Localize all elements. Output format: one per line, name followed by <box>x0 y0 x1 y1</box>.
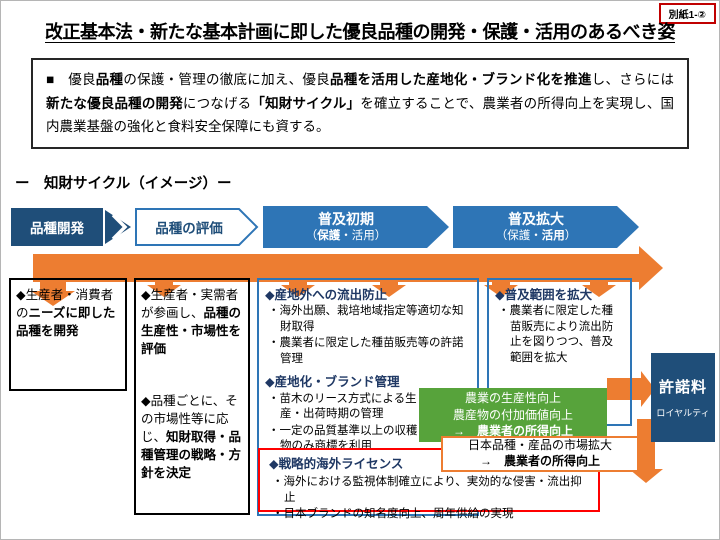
royalty-box: 許諾料 ロイヤルティ <box>651 353 715 442</box>
evaluation-text-2: ◆品種ごとに、その市場性等に応じ、知財取得・品種管理の戦略・方針を決定 <box>141 394 242 480</box>
band-arrowhead-icon <box>639 246 663 290</box>
step-line2: （保護・活用） <box>305 229 387 242</box>
green-line-2: 農産物の付加価値向上 <box>452 407 573 422</box>
flow-step-evaluation: 品種の評価 <box>135 208 259 246</box>
development-text: ◆生産者・消費者のニーズに即した品種を開発 <box>16 288 116 338</box>
step-line1: 普及初期 <box>318 211 374 228</box>
step-line2: （保護・活用） <box>495 229 577 242</box>
page-title: 改正基本法・新たな基本計画に即した優良品種の開発・保護・活用のあるべき姿 <box>45 22 676 42</box>
attachment-tag: 別紙1-② <box>658 3 716 24</box>
flow-chevron-icon <box>105 210 131 244</box>
bullet-item: ・日本ブランドの知名度向上、周年供給の実現 <box>272 508 514 521</box>
protection-box: ◆産地外への流出防止 ・海外出願、栽培地域指定等適切な知財取得 ・農業者に限定し… <box>257 278 479 516</box>
green-line-3: → 農業者の所得向上 <box>452 424 574 439</box>
protection-bullets-1: ・海外出願、栽培地域指定等適切な知財取得 ・農業者に限定した種苗販売等の許諾管理 <box>265 304 471 367</box>
flow-step-development: 品種開発 <box>11 208 103 246</box>
flow-step-evaluation-label: 品種の評価 <box>155 221 223 236</box>
productivity-green-box: 農業の生産性向上 農産物の付加価値向上 → 農業者の所得向上 <box>419 388 607 442</box>
step-line1: 普及拡大 <box>508 211 564 228</box>
royalty-sublabel: ロイヤルティ <box>656 408 710 418</box>
market-line-2: → 農業者の所得向上 <box>479 454 601 468</box>
arrow-shape-icon <box>453 206 639 248</box>
flow-step-expanded-diffusion: 普及拡大 （保護・活用） <box>453 206 639 248</box>
arrow-shape-icon <box>263 206 449 248</box>
bullet-item: ・海外出願、栽培地域指定等適切な知財取得 <box>268 305 464 333</box>
bullet-item: ・海外における監視体制確立により、実効的な侵害・流出抑止 <box>272 476 582 504</box>
bullet-item: ・農業者に限定した種苗販売により流出防止を図りつつ、普及範囲を拡大 <box>498 305 614 364</box>
market-line-1: 日本品種・産品の市場拡大 <box>467 438 612 453</box>
royalty-label: 許諾料 <box>658 379 707 396</box>
flow-step-early-diffusion-label: 普及初期 （保護・活用） <box>263 206 449 248</box>
bottom-down-arrow-icon <box>629 419 663 483</box>
bullet-item: ・苗木のリース方式による生産・出荷時期の管理 <box>268 392 417 421</box>
evaluation-box: ◆生産者・実需者が参画し、品種の生産性・市場性を評価 ◆品種ごとに、その市場性等… <box>134 278 250 515</box>
summary-text: ■ 優良品種の保護・管理の徹底に加え、優良品種を活用した産地化・ブランド化を推進… <box>46 72 675 135</box>
section-label: ー 知財サイクル（イメージ）ー <box>15 176 232 192</box>
expansion-bullets: ・農業者に限定した種苗販売により流出防止を図りつつ、普及範囲を拡大 <box>495 304 624 366</box>
protection-bullets-2: ・苗木のリース方式による生産・出荷時期の管理 ・一定の品質基準以上の収穫物のみ商… <box>265 392 471 455</box>
license-bullets: ・海外における監視体制確立により、実効的な侵害・流出抑止 ・日本ブランドの知名度… <box>269 475 589 523</box>
development-box: ◆生産者・消費者のニーズに即した品種を開発 <box>9 278 127 391</box>
arrow-shape-icon <box>135 208 259 246</box>
summary-box: ■ 優良品種の保護・管理の徹底に加え、優良品種を活用した産地化・ブランド化を推進… <box>31 58 689 149</box>
green-line-1: 農業の生産性向上 <box>464 391 561 406</box>
bullet-item: ・農業者に限定した種苗販売等の許諾管理 <box>268 337 464 365</box>
market-expansion-box: 日本品種・産品の市場拡大 → 農業者の所得向上 <box>441 436 639 472</box>
protection-header-2: ◆産地化・ブランド管理 <box>265 375 400 390</box>
royalty-flow-band-arrow <box>33 254 639 282</box>
flow-step-expanded-diffusion-label: 普及拡大 （保護・活用） <box>453 206 639 248</box>
down-arrow-icon-1 <box>31 261 75 306</box>
expansion-header: ◆普及範囲を拡大 <box>495 288 593 302</box>
flow-step-early-diffusion: 普及初期 （保護・活用） <box>263 206 449 248</box>
evaluation-text-1: ◆生産者・実需者が参画し、品種の生産性・市場性を評価 <box>141 288 242 356</box>
protection-header-1: ◆産地外への流出防止 <box>265 288 388 302</box>
license-header: ◆戦略的海外ライセンス <box>269 457 404 471</box>
